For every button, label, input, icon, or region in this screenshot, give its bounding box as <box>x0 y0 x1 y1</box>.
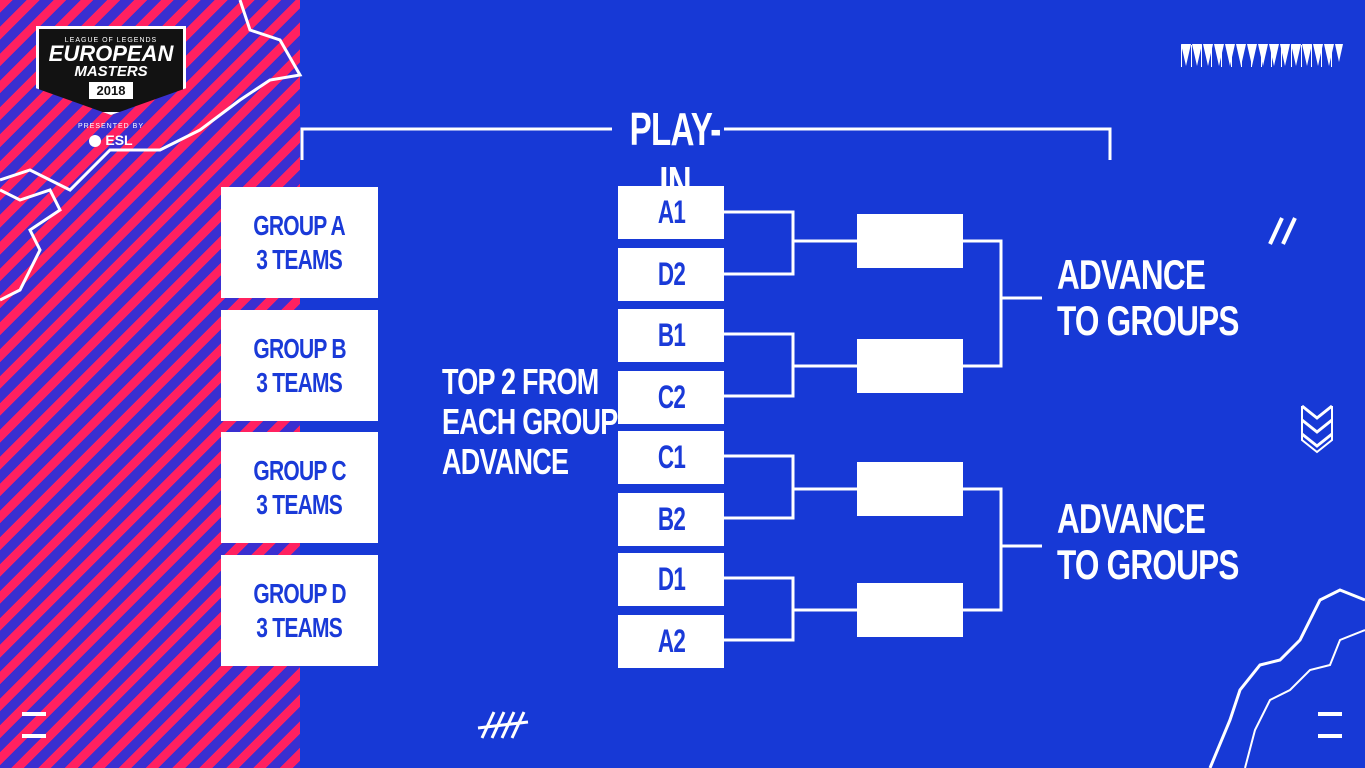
group-box-d: GROUP D 3 TEAMS <box>221 555 378 666</box>
winner-box <box>857 462 963 516</box>
esl-icon <box>89 135 102 148</box>
winner-box <box>857 339 963 393</box>
group-box-c: GROUP C 3 TEAMS <box>221 432 378 543</box>
presented-by-text: PRESENTED BY <box>77 123 145 130</box>
seed-box: A2 <box>618 615 724 668</box>
group-box-b: GROUP B 3 TEAMS <box>221 310 378 421</box>
seed-box: B1 <box>618 309 724 362</box>
winner-box <box>857 214 963 268</box>
seed-box: D2 <box>618 248 724 301</box>
group-teams: 3 TEAMS <box>256 611 344 643</box>
seed-box: C2 <box>618 371 724 424</box>
seed-box: A1 <box>618 186 724 239</box>
group-name: GROUP A <box>253 209 346 241</box>
dash-mark <box>22 712 46 716</box>
logo-small-text: LEAGUE OF LEGENDS <box>64 37 158 44</box>
logo-line1: EUROPEAN <box>48 41 174 66</box>
group-teams: 3 TEAMS <box>256 366 344 398</box>
group-teams: 3 TEAMS <box>256 243 344 275</box>
logo-year: 2018 <box>88 82 134 99</box>
seed-box: C1 <box>618 431 724 484</box>
sponsor-logo: ESL <box>36 132 186 148</box>
group-name: GROUP C <box>253 454 346 486</box>
winner-box <box>857 583 963 637</box>
advance-rule-text: TOP 2 FROM EACH GROUP ADVANCE <box>442 361 618 482</box>
group-teams: 3 TEAMS <box>256 488 344 520</box>
logo-line2: MASTERS <box>74 63 148 80</box>
dash-mark <box>1318 712 1342 716</box>
dash-mark <box>1318 734 1342 738</box>
dash-mark <box>22 734 46 738</box>
advance-label: ADVANCE TO GROUPS <box>1057 495 1239 588</box>
european-masters-logo: LEAGUE OF LEGENDS EUROPEAN MASTERS 2018 … <box>36 26 186 206</box>
group-name: GROUP D <box>253 577 346 609</box>
advance-label: ADVANCE TO GROUPS <box>1057 251 1239 344</box>
group-box-a: GROUP A 3 TEAMS <box>221 187 378 298</box>
sponsor-name: ESL <box>105 132 133 148</box>
seed-box: D1 <box>618 553 724 606</box>
triangle-row-icon <box>1181 44 1343 66</box>
logo-crest: LEAGUE OF LEGENDS EUROPEAN MASTERS 2018 <box>36 26 186 115</box>
seed-box: B2 <box>618 493 724 546</box>
group-name: GROUP B <box>253 332 346 364</box>
